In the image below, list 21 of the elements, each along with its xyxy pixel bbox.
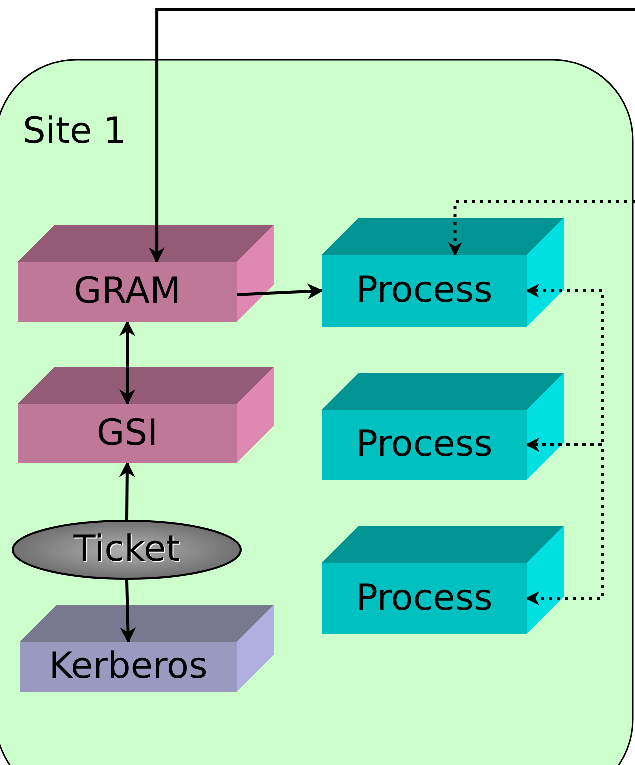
block-node — [322, 255, 527, 327]
arrow — [120, 320, 136, 406]
dotted-arrow — [526, 438, 604, 606]
arrow — [149, 8, 635, 264]
arrow — [120, 580, 136, 644]
ticket-ellipse — [12, 520, 242, 580]
block-node — [20, 642, 237, 692]
block-node — [18, 404, 237, 463]
node-label: Ticket — [74, 532, 180, 568]
block-node — [322, 410, 527, 480]
dotted-arrow — [448, 200, 635, 256]
node-label: Process — [356, 427, 493, 463]
node-label: Process — [356, 273, 493, 309]
arrow — [119, 461, 136, 520]
node-label: Kerberos — [49, 649, 208, 685]
node-label: GSI — [96, 416, 158, 452]
block-node — [322, 563, 527, 634]
block-node — [18, 262, 237, 322]
node-label: Process — [356, 580, 493, 616]
node-label: GRAM — [74, 274, 182, 310]
site-label: Site 1 — [23, 114, 126, 150]
